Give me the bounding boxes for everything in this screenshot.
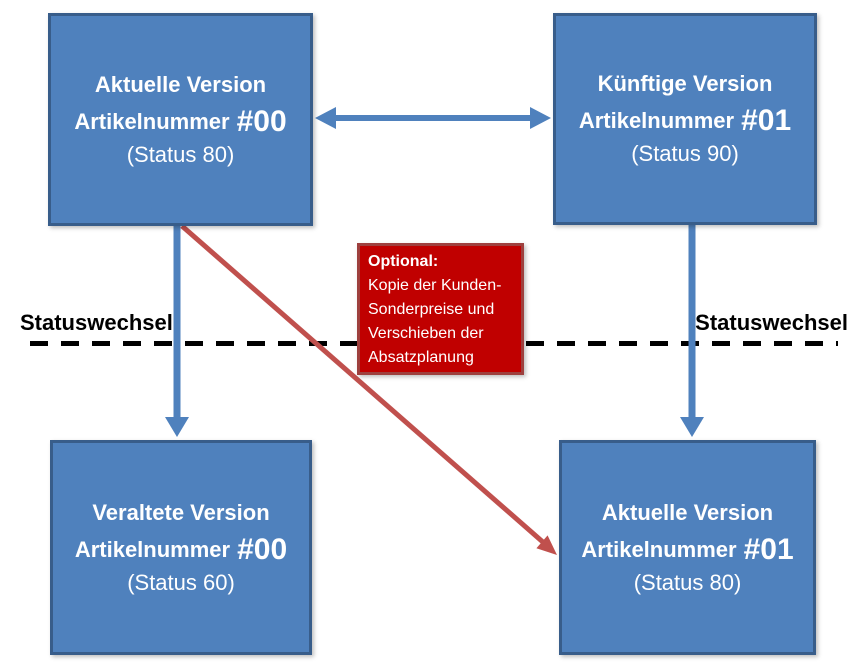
statuswechsel-label-right: Statuswechsel bbox=[695, 310, 848, 335]
article-label: Artikelnummer bbox=[74, 536, 231, 562]
optional-note: Optional: Kopie der Kunden- Sonderpreise… bbox=[357, 243, 524, 375]
article-number: #01 bbox=[741, 104, 792, 137]
box-status: (Status 90) bbox=[631, 141, 739, 166]
box-aktuelle-version-01: Aktuelle Version Artikelnummer #01 (Stat… bbox=[559, 440, 816, 655]
box-article-line: Artikelnummer #01 bbox=[581, 532, 793, 568]
box-article-line: Artikelnummer #00 bbox=[74, 104, 286, 140]
optional-note-line: Absatzplanung bbox=[368, 349, 474, 366]
box-veraltete-version-00: Veraltete Version Artikelnummer #00 (Sta… bbox=[50, 440, 312, 655]
optional-note-line: Verschieben der bbox=[368, 325, 484, 342]
article-number: #00 bbox=[237, 532, 288, 566]
box-article-line: Artikelnummer #00 bbox=[75, 532, 287, 568]
article-label: Artikelnummer bbox=[581, 536, 737, 562]
optional-note-title: Optional: bbox=[368, 253, 439, 270]
article-label: Artikelnummer bbox=[578, 108, 735, 133]
box-kuenftige-version-01: Künftige Version Artikelnummer #01 (Stat… bbox=[553, 13, 817, 225]
box-status: (Status 80) bbox=[126, 141, 235, 167]
box-aktuelle-version-00: Aktuelle Version Artikelnummer #00 (Stat… bbox=[48, 13, 313, 226]
optional-note-line: Kopie der Kunden- bbox=[368, 277, 502, 294]
box-title: Aktuelle Version bbox=[94, 71, 267, 97]
article-label: Artikelnummer bbox=[74, 108, 230, 134]
article-number: #01 bbox=[743, 532, 794, 566]
statuswechsel-label-left: Statuswechsel bbox=[20, 310, 173, 335]
optional-note-line: Sonderpreise und bbox=[368, 301, 495, 318]
box-title: Veraltete Version bbox=[92, 499, 270, 525]
box-title: Aktuelle Version bbox=[601, 499, 774, 525]
article-number: #00 bbox=[236, 104, 287, 138]
box-status: (Status 60) bbox=[127, 569, 235, 595]
box-article-line: Artikelnummer #01 bbox=[579, 103, 791, 139]
box-title: Künftige Version bbox=[597, 71, 773, 96]
box-status: (Status 80) bbox=[633, 569, 742, 595]
arrow-bidirectional-top bbox=[315, 107, 551, 129]
